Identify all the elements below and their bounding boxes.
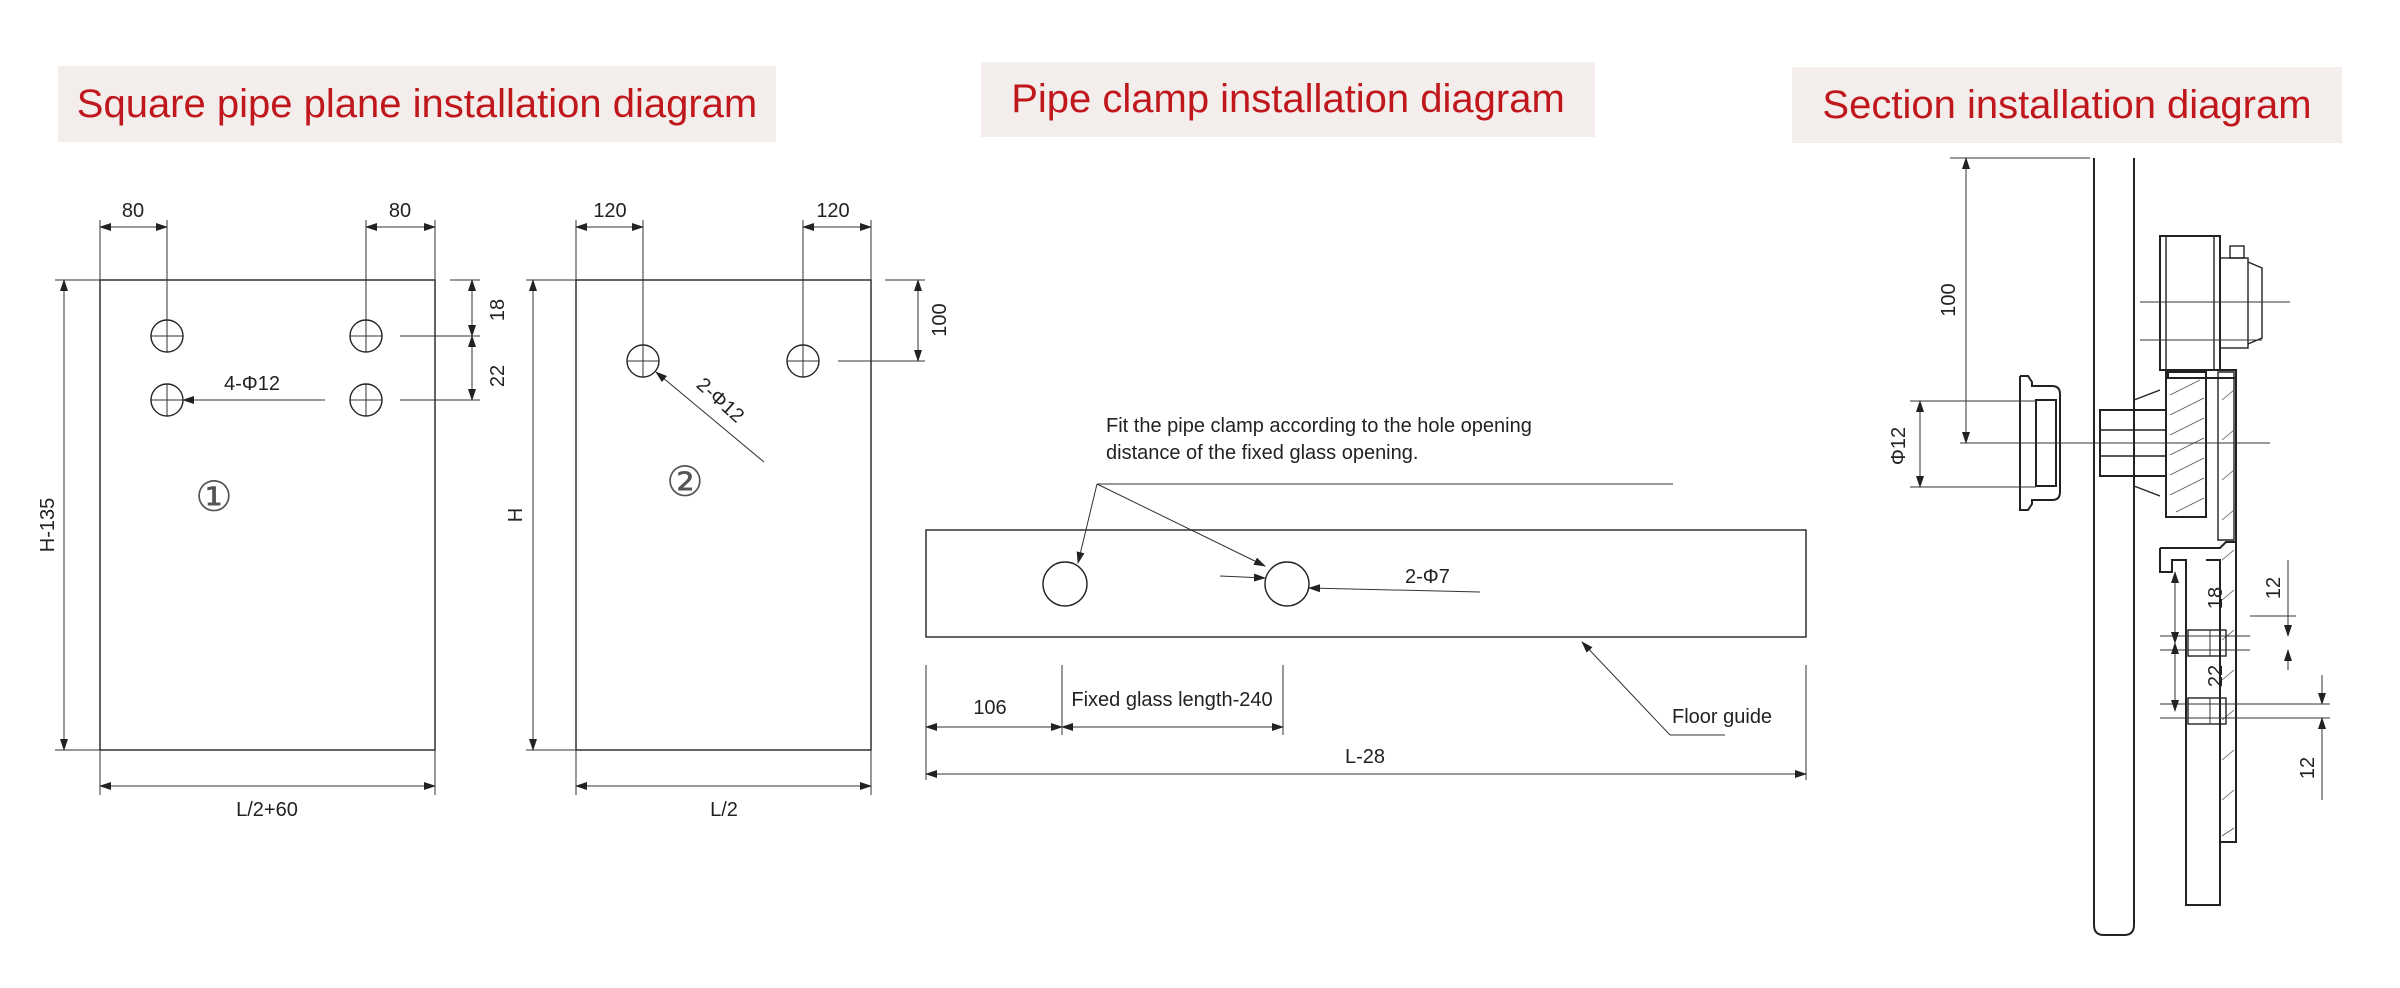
p2-holes-label: 2-Φ12 xyxy=(692,374,748,428)
p2-number: ② xyxy=(666,458,704,505)
pipe-clamp-diagram: Fit the pipe clamp according to the hole… xyxy=(925,415,1807,780)
p1-hole xyxy=(349,383,383,417)
p1-dim-top-right: 80 xyxy=(389,200,411,222)
clamp-hole xyxy=(1264,561,1310,607)
title-pipe-clamp-text: Pipe clamp installation diagram xyxy=(1011,77,1565,121)
p2-hole xyxy=(626,344,660,378)
p1-dim-top-left: 80 xyxy=(122,200,144,222)
p1-hole xyxy=(349,319,383,353)
p1-holes-label: 4-Φ12 xyxy=(224,373,280,395)
p2-dim-top-left: 120 xyxy=(593,200,626,222)
p2-dim-right: 100 xyxy=(929,303,951,336)
clamp-note-line2: distance of the fixed glass opening. xyxy=(1106,442,1418,464)
clamp-note-line1: Fit the pipe clamp according to the hole… xyxy=(1106,415,1532,437)
clamp-bar xyxy=(925,529,1807,638)
clamp-dim-total: L-28 xyxy=(1345,746,1385,768)
p1-height-label: H-135 xyxy=(37,498,59,552)
p2-width-label: L/2 xyxy=(710,799,738,821)
section-hatch xyxy=(2169,379,2205,513)
title-square-pipe: Square pipe plane installation diagram xyxy=(58,66,776,142)
section-dim-12-bottom: 12 xyxy=(2297,757,2319,779)
title-square-pipe-text: Square pipe plane installation diagram xyxy=(76,81,758,126)
section-dim-phi12: Φ12 xyxy=(1888,427,1910,465)
section-glass-panel xyxy=(2093,158,2135,936)
clamp-floor-guide: Floor guide xyxy=(1672,706,1772,728)
p2-height-label: H xyxy=(505,508,527,522)
clamp-dim-106: 106 xyxy=(973,697,1006,719)
p1-hole xyxy=(150,383,184,417)
title-pipe-clamp: Pipe clamp installation diagram xyxy=(981,62,1595,137)
p1-dim-right-2: 22 xyxy=(487,365,509,387)
p1-dim-right-1: 18 xyxy=(487,299,509,321)
panel-1-plate xyxy=(99,279,436,751)
section-dim-12-top: 12 xyxy=(2263,577,2285,599)
panel-2: 120 120 100 2-Φ12 ② H L/2 xyxy=(505,200,951,821)
clamp-dim-fixed-glass: Fixed glass length-240 xyxy=(1071,689,1272,711)
p2-dim-top-right: 120 xyxy=(816,200,849,222)
p2-hole xyxy=(786,344,820,378)
panel-2-plate xyxy=(575,279,872,751)
panel-1: 80 80 18 22 4-Φ12 ① H-135 L/2+60 xyxy=(37,200,509,821)
section-dim-18: 18 xyxy=(2205,587,2227,609)
section-dim-100: 100 xyxy=(1938,283,1960,316)
section-dim-22: 22 xyxy=(2205,665,2227,687)
p1-width-label: L/2+60 xyxy=(236,799,298,821)
clamp-holes-label: 2-Φ7 xyxy=(1405,566,1450,588)
section-diagram: 100 Φ12 18 22 12 12 xyxy=(1888,157,2330,936)
title-section-text: Section installation diagram xyxy=(1822,82,2312,127)
title-section: Section installation diagram xyxy=(1792,67,2342,143)
clamp-hole xyxy=(1042,561,1088,607)
p1-number: ① xyxy=(195,473,233,520)
p1-hole xyxy=(150,319,184,353)
